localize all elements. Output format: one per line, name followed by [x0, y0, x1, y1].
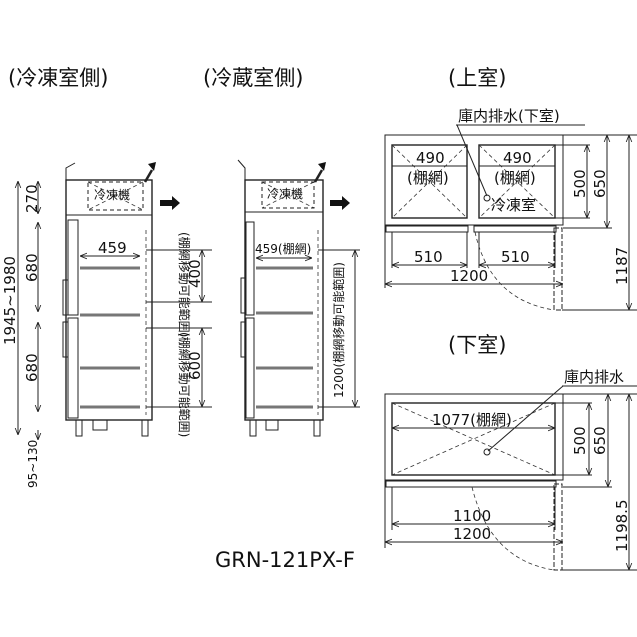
dim-top: 270	[23, 184, 41, 213]
title-upper: (上室)	[448, 66, 506, 90]
shelf-right: 490	[503, 149, 532, 167]
drain-label: 庫内排水(下室)	[458, 107, 560, 125]
title-lower: (下室)	[448, 333, 506, 357]
dim-inner-left: 510	[414, 248, 443, 266]
dim-shelf-width: 459	[98, 239, 127, 257]
dim-depth: 650	[591, 169, 609, 198]
dim-legs: 95~130	[26, 440, 40, 488]
dim-inner-depth: 500	[571, 426, 589, 455]
dim-depth-door-open: 1187	[613, 247, 631, 285]
fridge-side-view: 冷凍機 459(棚網) 1200(棚網移動可能範囲)	[237, 159, 360, 437]
upper-plan-view: 庫内排水(下室) 490 (棚網) 490 (棚網) 冷凍室 510 510 1…	[384, 107, 637, 311]
dim-total-height: 1945~1980	[1, 256, 19, 345]
dim-inner-right: 510	[501, 248, 530, 266]
airflow-arrow-icon	[330, 196, 350, 210]
lower-plan-view: 庫内排水 1077(棚網) 1100 1200 500 650 1198.5	[384, 368, 637, 571]
dim-lower-shelf-range: 600	[186, 351, 204, 380]
dim-width: 1200	[450, 267, 488, 285]
dim-upper-shelf-range: 400	[186, 259, 204, 288]
dim-lower-door: 680	[23, 353, 41, 382]
dim-width: 1200	[453, 525, 491, 543]
compressor-label: 冷凍機	[267, 186, 303, 201]
dim-inner-depth: 500	[571, 169, 589, 198]
shelf-left: 490	[416, 149, 445, 167]
dim-shelf-width: 459(棚網)	[255, 241, 311, 256]
title-fridge-side: (冷蔵室側)	[203, 66, 303, 90]
shelf: 1077(棚網)	[432, 411, 512, 429]
title-freezer-side: (冷凍室側)	[8, 66, 108, 90]
shelf-range-label-lower: (棚網移動可能範囲)	[177, 332, 192, 437]
dim-inner-width: 1100	[453, 507, 491, 525]
freezer-side-view: 冷凍機 270 680 680 1945~1980 95~130 459 400…	[1, 162, 212, 488]
model-number: GRN-121PX-F	[215, 548, 355, 572]
dim-depth: 650	[591, 426, 609, 455]
shelf-right-note: (棚網)	[494, 169, 536, 187]
compressor-label: 冷凍機	[94, 187, 130, 202]
dim-upper-door: 680	[23, 253, 41, 282]
dim-shelf-range: 1200(棚網移動可能範囲)	[331, 262, 346, 398]
drain-icon	[483, 194, 491, 202]
airflow-arrow-icon	[160, 196, 180, 210]
shelf-left-note: (棚網)	[407, 169, 449, 187]
shelf-range-label-upper: (棚網移動可能範囲)	[177, 232, 192, 337]
compartment-label: 冷凍室	[491, 196, 536, 214]
drain-icon	[483, 448, 491, 456]
dim-depth-door-open: 1198.5	[613, 500, 631, 553]
exhaust-arrow-icon	[313, 169, 324, 183]
exhaust-arrow-icon	[143, 169, 154, 183]
drain-label: 庫内排水	[564, 368, 624, 386]
